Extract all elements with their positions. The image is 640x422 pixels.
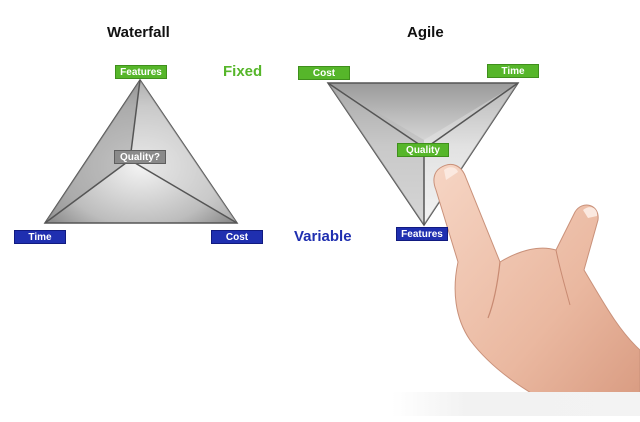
agile-features-label: Features xyxy=(396,227,448,241)
legend-variable: Variable xyxy=(294,228,352,245)
agile-title: Agile xyxy=(407,24,444,41)
legend-fixed: Fixed xyxy=(223,63,263,80)
waterfall-cost-label: Cost xyxy=(211,230,263,244)
waterfall-time-label: Time xyxy=(14,230,66,244)
waterfall-features-label: Features xyxy=(115,65,167,79)
agile-time-label: Time xyxy=(487,64,539,78)
bottom-fade xyxy=(392,392,640,416)
agile-quality-label: Quality xyxy=(397,143,449,157)
pointing-hand-image xyxy=(433,163,640,411)
agile-cost-label: Cost xyxy=(298,66,350,80)
waterfall-quality-label: Quality? xyxy=(114,150,166,164)
waterfall-title: Waterfall xyxy=(107,24,170,41)
